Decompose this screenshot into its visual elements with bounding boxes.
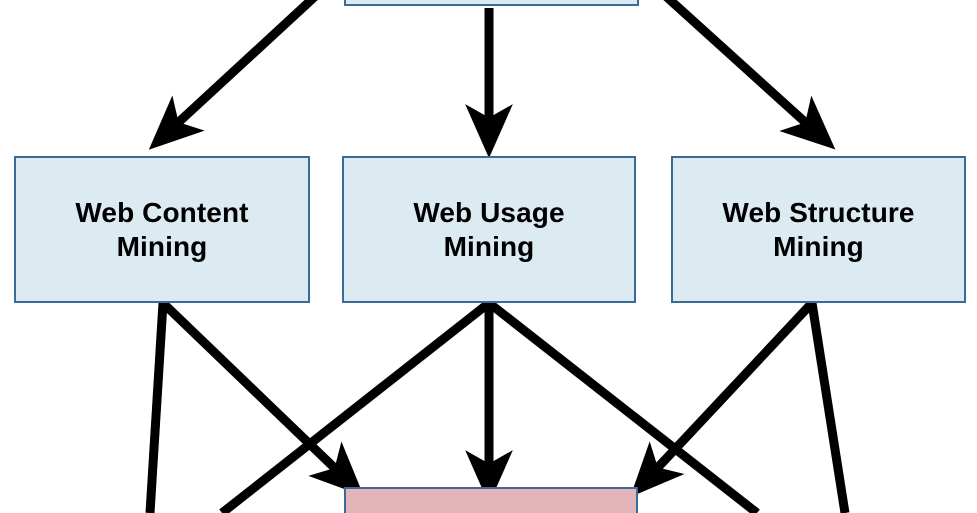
node-web-content-mining-label: Web Content Mining	[75, 197, 249, 262]
edge-root-to-content	[148, 0, 318, 150]
node-web-structure-mining[interactable]: Web Structure Mining	[671, 156, 966, 303]
edge-content-to-center	[159, 299, 364, 497]
node-web-usage-mining-label: Web Usage Mining	[413, 197, 565, 262]
edge-content-down-left	[145, 302, 168, 513]
edge-usage-down-left	[219, 299, 492, 513]
node-web-usage-mining[interactable]: Web Usage Mining	[342, 156, 636, 303]
edge-usage-down-right	[486, 299, 760, 513]
node-web-structure-mining-label: Web Structure Mining	[722, 197, 915, 262]
node-web-content-mining[interactable]: Web Content Mining	[14, 156, 310, 303]
edge-structure-down-right	[807, 302, 850, 513]
node-web-mining[interactable]: Web Mining	[344, 0, 639, 6]
edge-structure-to-center	[630, 299, 816, 498]
node-highlighted[interactable]	[344, 487, 638, 513]
edge-root-to-structure	[663, 0, 836, 150]
